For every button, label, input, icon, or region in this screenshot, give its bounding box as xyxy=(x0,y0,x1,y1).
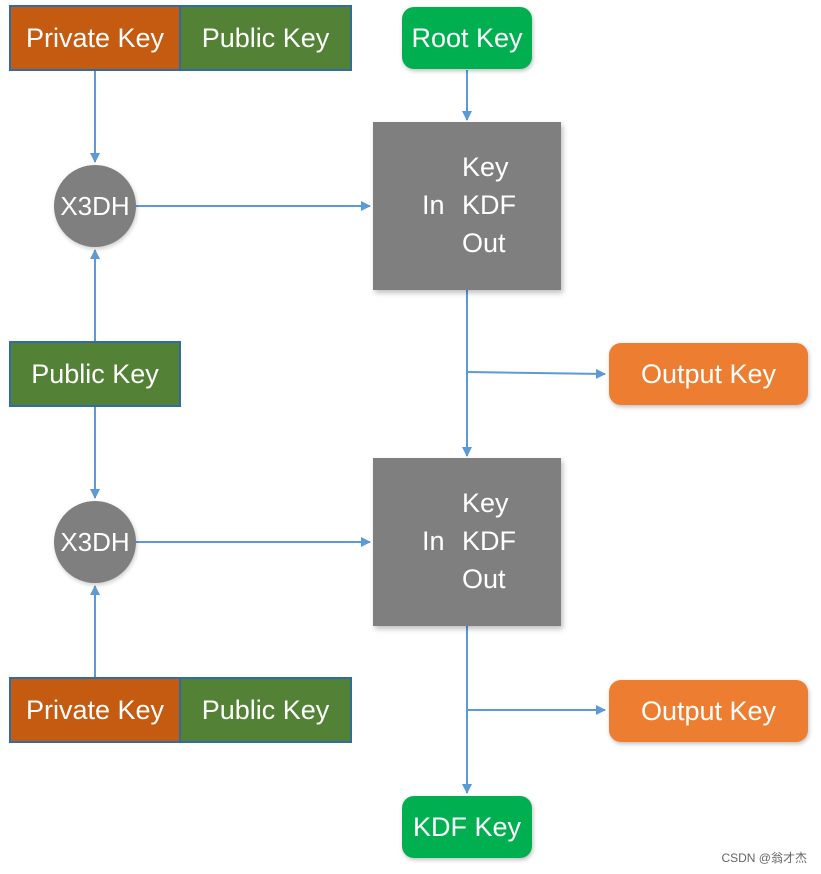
kdf-top-kdf-label: KDF xyxy=(462,190,516,220)
arrow-to-output-key-1 xyxy=(466,368,606,379)
output-key-1-node: Output Key xyxy=(609,343,808,405)
kdf-top-node: Key In KDF Out xyxy=(373,122,561,290)
x3dh-top-node: X3DH xyxy=(54,165,136,247)
top-public-key-node: Public Key xyxy=(179,5,352,71)
kdf-bottom-in-label: In xyxy=(422,526,445,556)
kdf-key-node: KDF Key xyxy=(402,796,532,858)
top-private-key-node: Private Key xyxy=(9,5,181,71)
x3dh-bottom-node: X3DH xyxy=(54,501,136,583)
kdf-bottom-out-label: Out xyxy=(462,564,506,594)
kdf-top-key-label: Key xyxy=(462,152,509,182)
output-key-2-node: Output Key xyxy=(609,680,808,742)
bottom-private-key-node: Private Key xyxy=(9,677,181,743)
root-key-node: Root Key xyxy=(402,7,532,69)
bottom-public-key-node: Public Key xyxy=(179,677,352,743)
middle-public-key-node: Public Key xyxy=(9,341,181,407)
kdf-top-in-label: In xyxy=(422,190,445,220)
kdf-bottom-node: Key In KDF Out xyxy=(373,458,561,626)
kdf-top-out-label: Out xyxy=(462,228,506,258)
kdf-bottom-kdf-label: KDF xyxy=(462,526,516,556)
watermark: CSDN @翁才杰 xyxy=(721,851,807,865)
kdf-bottom-key-label: Key xyxy=(462,488,509,518)
